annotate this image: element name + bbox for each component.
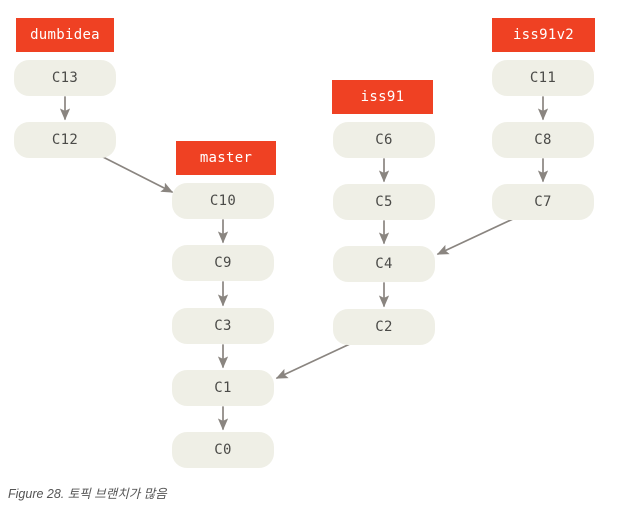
commit-node-c8: C8 bbox=[492, 122, 594, 158]
commit-node-label: C12 bbox=[51, 132, 79, 148]
arrow-c7-c4 bbox=[436, 218, 514, 255]
commit-node-c4: C4 bbox=[333, 246, 435, 282]
branch-label-text: iss91v2 bbox=[512, 27, 575, 43]
commit-node-label: C9 bbox=[214, 255, 232, 271]
figure-caption: Figure 28. 토픽 브랜치가 많음 bbox=[8, 487, 167, 501]
commit-node-c10: C10 bbox=[172, 183, 274, 219]
commit-node-c12: C12 bbox=[14, 122, 116, 158]
commit-node-label: C4 bbox=[375, 256, 393, 272]
commit-node-c1: C1 bbox=[172, 370, 274, 406]
commit-node-label: C5 bbox=[375, 194, 393, 210]
commit-node-label: C1 bbox=[214, 380, 232, 396]
arrow-c2-c1 bbox=[275, 342, 353, 379]
commit-node-label: C3 bbox=[214, 318, 232, 334]
commit-node-c7: C7 bbox=[492, 184, 594, 220]
arrow-c12-c10 bbox=[100, 155, 174, 193]
commit-node-c0: C0 bbox=[172, 432, 274, 468]
commit-node-label: C11 bbox=[529, 70, 557, 86]
commit-node-label: C2 bbox=[375, 319, 393, 335]
commit-node-c5: C5 bbox=[333, 184, 435, 220]
branch-label-text: master bbox=[199, 150, 253, 166]
commit-node-label: C0 bbox=[214, 442, 232, 458]
commit-node-label: C7 bbox=[534, 194, 552, 210]
branch-label-dumbidea: dumbidea bbox=[16, 18, 114, 52]
commit-node-c3: C3 bbox=[172, 308, 274, 344]
branch-label-iss91: iss91 bbox=[332, 80, 433, 114]
commit-node-label: C10 bbox=[209, 193, 237, 209]
commit-node-label: C8 bbox=[534, 132, 552, 148]
commit-node-label: C13 bbox=[51, 70, 79, 86]
commit-node-c2: C2 bbox=[333, 309, 435, 345]
branch-label-text: dumbidea bbox=[30, 27, 100, 43]
branch-label-iss91v2: iss91v2 bbox=[492, 18, 595, 52]
commit-node-c9: C9 bbox=[172, 245, 274, 281]
commit-node-c11: C11 bbox=[492, 60, 594, 96]
commit-node-c13: C13 bbox=[14, 60, 116, 96]
branch-label-text: iss91 bbox=[360, 89, 405, 105]
commit-node-label: C6 bbox=[375, 132, 393, 148]
commit-node-c6: C6 bbox=[333, 122, 435, 158]
branch-label-master: master bbox=[176, 141, 276, 175]
